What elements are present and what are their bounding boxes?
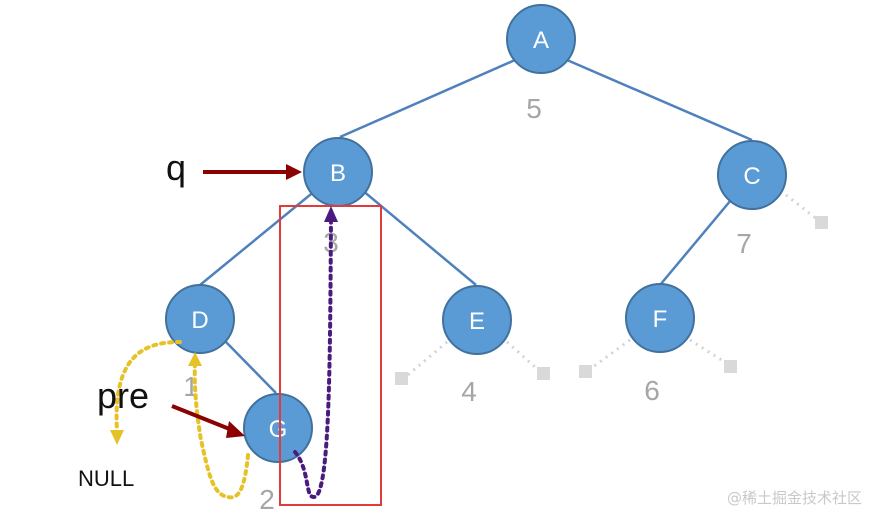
watermark: @稀土掘金技术社区 <box>727 489 862 507</box>
pointer-pre-arrow <box>171 404 233 432</box>
node-g: G <box>243 393 313 463</box>
node-b-label: B <box>330 160 346 187</box>
order-label-f: 6 <box>644 375 660 406</box>
node-c-label: C <box>743 163 760 190</box>
null-marker <box>395 372 408 385</box>
null-edge-c-right <box>785 193 823 225</box>
node-g-label: G <box>269 416 288 443</box>
thread-g-to-d-arrowhead <box>188 352 202 366</box>
null-edge-f-right <box>689 338 732 368</box>
node-f-label: F <box>653 306 668 333</box>
null-label: NULL <box>78 466 134 491</box>
pointer-q-label: q <box>166 147 186 188</box>
edge-a-b <box>339 58 516 139</box>
node-e: E <box>442 285 512 355</box>
null-marker <box>537 367 550 380</box>
order-label-c: 7 <box>736 228 752 259</box>
edge-a-c <box>566 58 753 142</box>
edge-d-g <box>223 339 277 394</box>
null-edge-e-left <box>402 340 448 381</box>
null-edges <box>402 193 823 381</box>
null-edge-f-left <box>585 338 631 374</box>
order-label-a: 5 <box>526 93 542 124</box>
null-marker <box>815 216 828 229</box>
null-marker <box>579 365 592 378</box>
order-label-e: 4 <box>461 376 477 407</box>
node-d: D <box>165 284 235 354</box>
thread-g-to-d <box>192 360 250 500</box>
node-a: A <box>506 4 576 74</box>
pointer-pre-label: pre <box>97 375 149 416</box>
node-b: B <box>303 137 373 207</box>
edge-b-e <box>361 189 477 286</box>
node-a-label: A <box>533 27 549 54</box>
node-d-label: D <box>191 307 208 334</box>
thread-g-to-b <box>293 216 333 499</box>
highlight-box <box>279 205 382 506</box>
thread-d-to-null <box>114 340 182 432</box>
null-edge-e-right <box>506 340 544 376</box>
node-c: C <box>717 140 787 210</box>
order-label-g: 2 <box>259 484 275 515</box>
null-markers <box>395 216 828 385</box>
node-e-label: E <box>469 308 485 335</box>
edge-b-d <box>199 189 317 286</box>
pointer-pre-arrowhead <box>226 421 245 438</box>
node-f: F <box>625 283 695 353</box>
null-marker <box>724 360 737 373</box>
edge-c-f <box>659 199 732 286</box>
thread-g-to-b-arrowhead <box>324 206 338 222</box>
pointer-q-arrowhead <box>286 164 302 180</box>
thread-d-to-null-arrowhead <box>110 430 124 445</box>
